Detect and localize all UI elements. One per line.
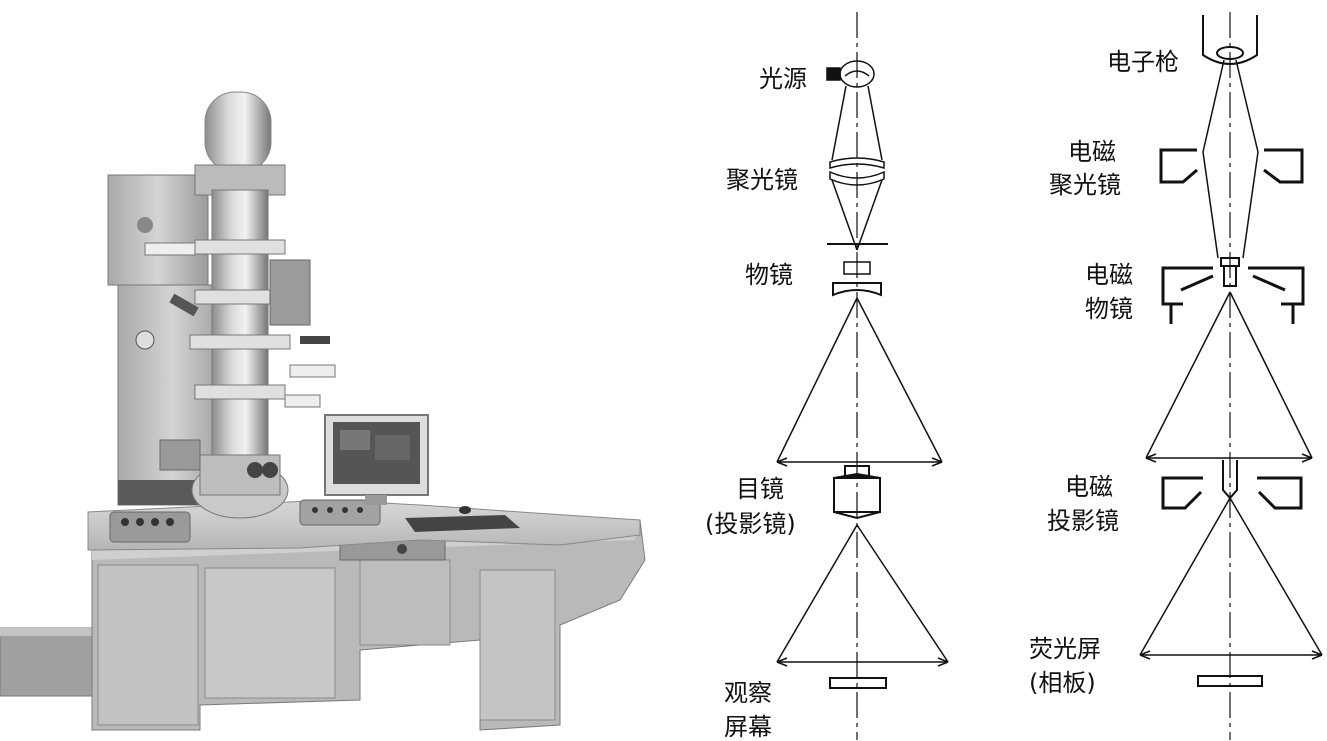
objective-lens-icon — [832, 261, 882, 297]
label-screen-line1: 观察 — [724, 679, 772, 707]
electron-gun-icon — [1202, 15, 1258, 65]
label-em-projector-line1: 电磁 — [1065, 473, 1113, 501]
microscope-comparison-diagram: 光源 聚光镜 物镜 目镜 (投影镜) 观察 屏幕 电子枪 电磁 聚光镜 电磁 物… — [705, 12, 1323, 741]
label-em-objective-line1: 电磁 — [1085, 261, 1133, 289]
label-electron-gun: 电子枪 — [1107, 48, 1179, 76]
label-eyepiece-alt: (投影镜) — [705, 510, 796, 538]
label-light-source: 光源 — [759, 65, 807, 93]
label-em-projector-line2: 投影镜 — [1047, 507, 1119, 535]
em-objective-coil-icon — [1161, 266, 1305, 324]
viewing-screen-icon — [829, 677, 887, 689]
label-plate: (相板) — [1029, 669, 1096, 697]
fluorescent-screen-icon — [1197, 675, 1263, 687]
label-eyepiece: 目镜 — [736, 475, 784, 503]
label-fluorescent-screen: 荧光屏 — [1029, 635, 1101, 663]
em-projector-coil-icon — [1161, 476, 1303, 510]
label-objective: 物镜 — [745, 261, 793, 289]
condenser-lens-icon — [829, 157, 885, 186]
label-em-condenser-line1: 电磁 — [1068, 138, 1116, 166]
label-screen-line2: 屏幕 — [724, 713, 772, 741]
eyepiece-lens-icon — [833, 465, 881, 520]
tem-instrument-photo — [0, 91, 646, 731]
label-condenser: 聚光镜 — [726, 166, 798, 194]
em-condenser-coil-icon — [1159, 148, 1304, 184]
em-specimen-holder-icon — [1220, 257, 1240, 267]
light-source-icon — [826, 60, 875, 88]
label-em-objective-line2: 物镜 — [1085, 295, 1133, 323]
label-em-condenser-line2: 聚光镜 — [1049, 171, 1121, 199]
